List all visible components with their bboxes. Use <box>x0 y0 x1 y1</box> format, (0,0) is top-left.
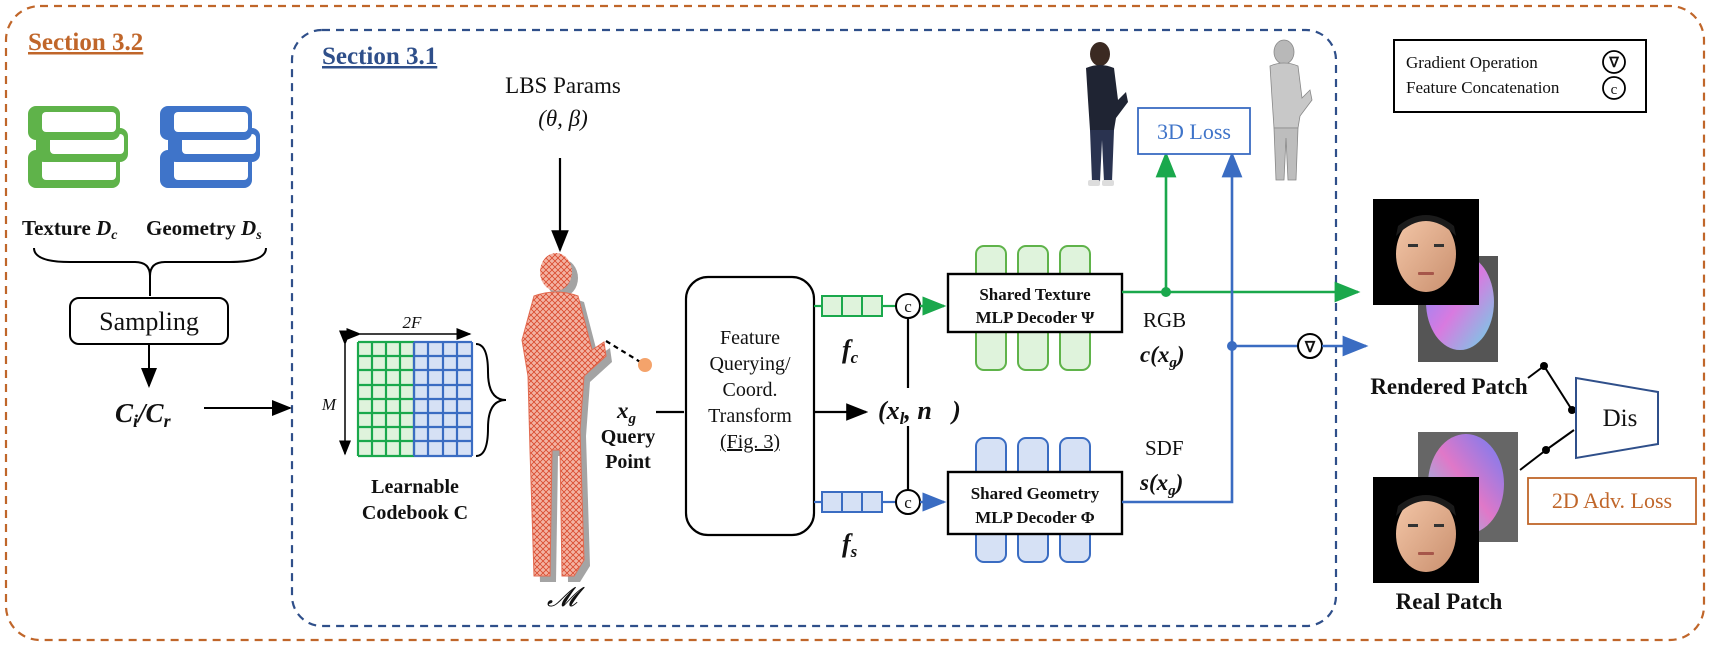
codebook-title-2: Codebook C <box>362 502 468 524</box>
texture-decoder-line-1: Shared Texture <box>979 285 1091 304</box>
section-3-1-frame <box>290 28 1338 628</box>
query-point-label-1: Query <box>601 426 655 448</box>
real-to-dis-line <box>1519 449 1547 471</box>
feature-box-line-2: Querying/ <box>709 353 791 375</box>
local-coords-label: (xl, n⃗) <box>878 396 961 428</box>
legend-gradient-icon <box>1602 50 1626 74</box>
query-point-symbol: xg <box>616 398 637 427</box>
feature-box-line-3: Coord. <box>723 379 778 401</box>
codebook-height-label: M <box>321 395 337 414</box>
legend-gradient-symbol: ∇ <box>1608 56 1619 71</box>
legend-concat-symbol: c <box>1611 82 1618 98</box>
rendered-rgb-image <box>1373 199 1479 305</box>
real-dis-link <box>1545 429 1575 451</box>
geometry-decoder-line-2: MLP Decoder Φ <box>975 508 1095 527</box>
legend-box <box>1393 39 1647 113</box>
feature-query-box <box>684 275 816 537</box>
geometry-feature-vector <box>821 491 883 513</box>
real-rgb-image <box>1373 477 1479 583</box>
geometry-dataset-label: Geometry Ds <box>146 216 262 243</box>
sampled-codes-label: Ci/Cr <box>115 398 172 431</box>
books-brace <box>33 247 267 277</box>
fs-symbol: fs <box>842 529 858 561</box>
geometry-concat-symbol: c <box>904 493 912 512</box>
loss-2d-label: 2D Adv. Loss <box>1552 488 1672 513</box>
sampling-label: Sampling <box>99 307 199 336</box>
texture-books-icon <box>28 106 128 188</box>
rendered-dis-link <box>1543 365 1573 411</box>
feature-box-fig-ref[interactable]: (Fig. 3) <box>720 431 780 453</box>
legend-gradient-label: Gradient Operation <box>1406 53 1538 72</box>
loss-2d-box <box>1527 477 1697 525</box>
texture-decoder-box <box>946 272 1124 334</box>
query-ray <box>605 340 643 364</box>
texture-dataset-label: Texture Dc <box>22 216 118 243</box>
section-3-2-title: Section 3.2 <box>28 29 143 56</box>
texture-feature-vector <box>821 295 883 317</box>
rendered-patch-label: Rendered Patch <box>1370 374 1528 399</box>
lbs-params-label: LBS Params <box>505 73 621 98</box>
codebook-title-1: Learnable <box>371 476 459 498</box>
fc-symbol: fc <box>842 335 859 367</box>
dis-input-dot-top <box>1568 406 1576 414</box>
geometry-books-icon <box>160 106 260 188</box>
texture-decoder-line-2: MLP Decoder Ψ <box>976 308 1095 327</box>
gradient-op-symbol: ∇ <box>1304 340 1316 356</box>
discriminator-shape <box>1575 376 1659 460</box>
body-mesh-figure <box>521 253 612 582</box>
legend-concat-label: Feature Concatenation <box>1406 78 1560 97</box>
query-point-dot <box>638 358 652 372</box>
legend-concat-icon <box>1602 76 1626 100</box>
geometry-decoder-line-1: Shared Geometry <box>971 484 1100 503</box>
sdf-label: SDF <box>1145 436 1184 460</box>
discriminator-label: Dis <box>1603 405 1638 432</box>
real-patch-label: Real Patch <box>1396 589 1503 614</box>
texture-concat-symbol: c <box>904 297 912 316</box>
loss-3d-box <box>1137 107 1251 155</box>
section-3-2-frame <box>4 4 1706 642</box>
query-point-label-2: Point <box>605 451 651 473</box>
mesh-symbol: 𝓜 <box>547 582 585 612</box>
photo-human-figure <box>1086 42 1128 186</box>
codebook-width-label: 2F <box>403 313 423 332</box>
sdf-to-3d-loss <box>1122 151 1243 504</box>
section-3-1-title: Section 3.1 <box>322 43 437 70</box>
rgb-label: RGB <box>1143 308 1186 332</box>
feature-box-line-4: Transform <box>708 405 792 427</box>
codebook-grid <box>356 340 474 458</box>
lbs-params-symbols: (θ, β) <box>538 106 588 131</box>
scan-human-figure <box>1269 39 1313 181</box>
codebook-brace <box>475 343 507 457</box>
feature-box-line-1: Feature <box>720 327 780 349</box>
rgb-expression: c(xg) <box>1140 342 1185 371</box>
loss-3d-label: 3D Loss <box>1157 119 1231 144</box>
sdf-expression: s(xg) <box>1139 470 1183 499</box>
